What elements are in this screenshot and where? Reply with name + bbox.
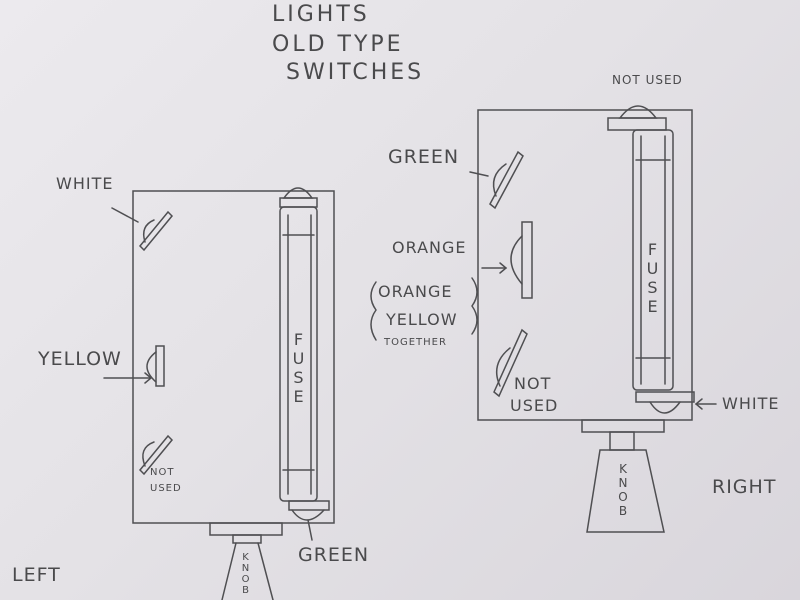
left-knob-mount xyxy=(209,522,283,600)
right-knob xyxy=(581,419,665,533)
right-notused-terminal xyxy=(493,328,528,398)
right-orange-terminal xyxy=(481,221,533,299)
right-not-label: NOT xyxy=(514,374,552,393)
right-not-used-top-label: NOT USED xyxy=(612,73,683,87)
together-orange-label: ORANGE xyxy=(378,282,453,301)
left-white-terminal xyxy=(111,207,174,252)
title-line-2: OLD TYPE xyxy=(272,32,404,57)
left-not-label: NOT xyxy=(150,467,175,478)
left-knob-label: KNOB xyxy=(240,552,251,596)
together-brace xyxy=(370,277,478,341)
right-green-label: GREEN xyxy=(388,146,460,168)
right-used-label: USED xyxy=(510,396,559,415)
left-green-terminal xyxy=(288,500,330,541)
together-label: TOGETHER xyxy=(384,337,447,348)
right-side-label: RIGHT xyxy=(712,476,777,498)
together-yellow-label: YELLOW xyxy=(386,310,458,329)
right-orange-label: ORANGE xyxy=(392,238,467,257)
right-knob-label: KNOB xyxy=(616,462,630,518)
right-green-terminal xyxy=(469,150,524,210)
left-white-label: WHITE xyxy=(56,174,114,193)
left-notused-terminal xyxy=(138,434,174,476)
title-line-1: LIGHTS xyxy=(272,2,370,27)
left-fuse-label: FUSE xyxy=(289,330,308,406)
right-white-label: WHITE xyxy=(722,394,780,413)
title-line-3: SWITCHES xyxy=(286,60,425,85)
left-side-label: LEFT xyxy=(12,564,61,586)
left-yellow-terminal xyxy=(103,345,165,387)
right-white-terminal xyxy=(635,391,717,414)
left-green-label: GREEN xyxy=(298,544,370,566)
left-used-label: USED xyxy=(150,483,182,494)
right-fuse-label: FUSE xyxy=(643,240,662,316)
right-top-terminal xyxy=(607,105,667,131)
left-top-terminal xyxy=(279,187,318,208)
left-yellow-label: YELLOW xyxy=(38,348,122,370)
